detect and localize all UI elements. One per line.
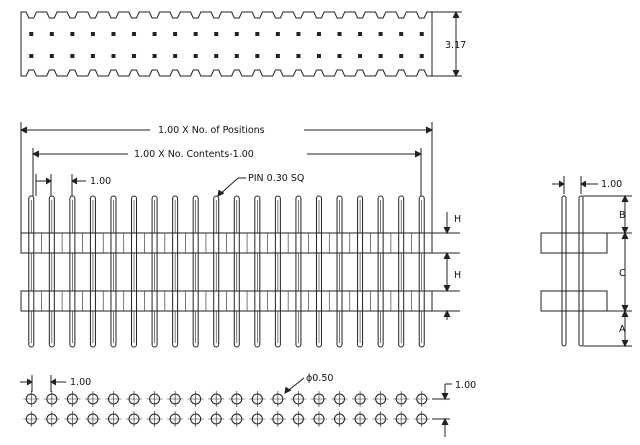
h-dimensions (432, 212, 460, 320)
top-view-hole (111, 54, 116, 58)
total-length-dimension (19, 122, 434, 238)
dim-c-label: C (619, 268, 626, 279)
top-view-hole (29, 54, 34, 58)
top-view-outline (20, 11, 433, 77)
footprint-holes (23, 391, 430, 427)
contact-length-dimension (31, 148, 423, 196)
top-view-hole (337, 54, 342, 58)
pin-size-label: PIN 0.30 SQ (248, 173, 304, 184)
front-view (19, 122, 460, 348)
side-upper-housing (540, 232, 608, 254)
dim-a-label: A (619, 324, 626, 335)
top-view-hole (70, 32, 75, 36)
front-view-pins (28, 195, 425, 348)
top-view-hole (337, 32, 342, 36)
top-view-hole (378, 32, 383, 36)
top-view-hole (399, 32, 404, 36)
top-view-hole (316, 54, 321, 58)
top-view-hole (90, 54, 95, 58)
side-lower-housing (540, 290, 608, 312)
top-view-hole (399, 54, 404, 58)
side-pin-right (578, 195, 584, 347)
top-view-hole (49, 32, 54, 36)
top-view-hole (111, 32, 116, 36)
footprint-pitch-dimension (20, 375, 66, 392)
top-view-hole (419, 54, 424, 58)
top-view-hole (173, 54, 178, 58)
top-view-hole (378, 54, 383, 58)
top-view-hole (152, 54, 157, 58)
h-upper-label: H (454, 214, 461, 225)
dim-b-label: B (619, 210, 626, 221)
top-view-hole (296, 54, 301, 58)
top-view-hole (234, 54, 239, 58)
top-view-hole (275, 54, 280, 58)
top-view-hole (358, 54, 363, 58)
top-view-holes (29, 32, 424, 58)
top-view-hole (419, 32, 424, 36)
top-view-hole (234, 32, 239, 36)
top-view-hole (316, 32, 321, 36)
top-height-dimension (432, 10, 462, 78)
housing-ribs (20, 233, 425, 311)
contact-length-label: 1.00 X No. Contents-1.00 (134, 149, 254, 160)
top-view-hole (275, 32, 280, 36)
top-view-hole (214, 54, 219, 58)
top-view-hole (255, 32, 260, 36)
front-pitch-dimension (35, 174, 86, 196)
side-pitch-dimension (552, 176, 598, 194)
h-lower-label: H (454, 270, 461, 281)
top-view-hole (214, 32, 219, 36)
top-view (20, 10, 462, 78)
top-view-hole (49, 54, 54, 58)
top-view-hole (90, 32, 95, 36)
hole-diameter-leader (284, 377, 305, 394)
top-view-hole (132, 32, 137, 36)
side-view (540, 176, 632, 348)
footprint-view (20, 375, 452, 437)
total-length-label: 1.00 X No. of Positions (158, 125, 265, 136)
row-pitch-label: 1.00 (455, 380, 476, 391)
top-view-hole (70, 54, 75, 58)
top-view-hole (296, 32, 301, 36)
top-view-hole (173, 32, 178, 36)
row-pitch-dimension (432, 383, 452, 437)
top-view-hole (358, 32, 363, 36)
pin-size-leader (217, 177, 246, 197)
side-abc-dimensions (583, 194, 632, 348)
top-view-hole (193, 54, 198, 58)
top-view-hole (255, 54, 260, 58)
top-view-hole (29, 32, 34, 36)
top-view-hole (152, 32, 157, 36)
hole-diameter-label: ϕ0.50 (306, 373, 333, 384)
footprint-pitch-label: 1.00 (70, 377, 91, 388)
top-view-hole (193, 32, 198, 36)
top-height-label: 3.17 (445, 40, 466, 51)
side-pitch-label: 1.00 (601, 179, 622, 190)
front-pitch-label: 1.00 (90, 176, 111, 187)
top-view-hole (132, 54, 137, 58)
side-pin-left (561, 195, 567, 347)
